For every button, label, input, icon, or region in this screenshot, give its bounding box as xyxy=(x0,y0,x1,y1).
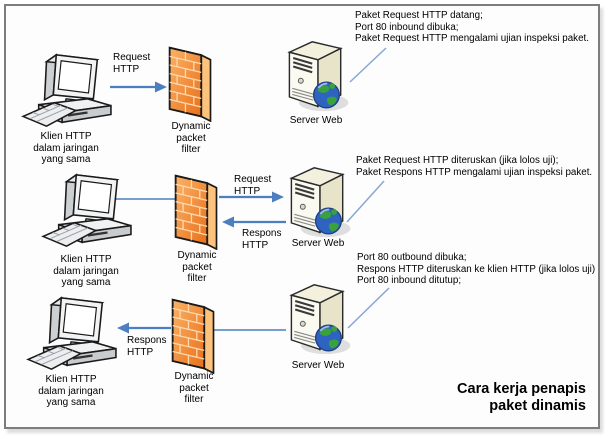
request-http-label: Request HTTP xyxy=(234,174,271,197)
firewall-label-line3: filter xyxy=(184,394,204,405)
respons-http-label: Respons HTTP xyxy=(242,228,281,251)
annotation-step2: Paket Request HTTP diteruskan (jika lolo… xyxy=(356,155,592,178)
diagram-title-line1: Cara kerja penapis xyxy=(457,381,586,397)
step3-line3: Port 80 inbound ditutup; xyxy=(357,275,462,286)
server-label-text: Server Web xyxy=(289,115,343,126)
step1-line1: Paket Request HTTP datang; xyxy=(355,10,483,21)
client-label: Klien HTTP dalam jaringan yang sama xyxy=(15,374,127,409)
step2-line2: Paket Respons HTTP mengalami ujian inspe… xyxy=(356,166,593,178)
client-label-line1: Klien HTTP xyxy=(60,254,112,265)
server-label-text: Server Web xyxy=(291,360,345,371)
client-computer-icon xyxy=(25,293,119,377)
firewall-label-line1: Dynamic xyxy=(177,250,217,261)
server-label: Server Web xyxy=(282,360,354,372)
firewall-label: Dynamic packet filter xyxy=(167,250,227,285)
client-label: Klien HTTP dalam jaringan yang sama xyxy=(10,131,122,166)
step3-line2: Respons HTTP diteruskan ke klien HTTP (j… xyxy=(357,263,596,275)
firewall-icon xyxy=(166,44,216,122)
diagram-title-line2: paket dinamis xyxy=(489,398,586,414)
server-label: Server Web xyxy=(282,238,354,250)
client-label-line3: yang sama xyxy=(41,154,91,165)
step2-line1: Paket Request HTTP diteruskan (jika lolo… xyxy=(356,155,559,166)
firewall-icon xyxy=(172,172,222,250)
step3-line1: Port 80 outbound dibuka; xyxy=(357,252,467,263)
respons-label-line1: Respons xyxy=(127,335,167,346)
step1-line2: Port 80 inbound dibuka; xyxy=(355,21,459,33)
client-label-line3: yang sama xyxy=(46,397,96,408)
client-computer-icon xyxy=(40,170,134,254)
respons-label-line2: HTTP xyxy=(242,239,269,251)
annotation-step3: Port 80 outbound dibuka; Respons HTTP di… xyxy=(357,252,595,287)
web-server-icon xyxy=(280,38,352,114)
firewall-label-line1: Dynamic xyxy=(171,121,211,132)
client-label-line2: dalam jaringan xyxy=(53,265,119,277)
firewall-label-line3: filter xyxy=(187,273,207,284)
firewall-label: Dynamic packet filter xyxy=(164,371,224,406)
annotation-step1: Paket Request HTTP datang; Port 80 inbou… xyxy=(355,10,589,45)
client-label-line2: dalam jaringan xyxy=(33,142,99,154)
client-label-line3: yang sama xyxy=(61,277,111,288)
server-label-text: Server Web xyxy=(291,238,345,249)
client-computer-icon xyxy=(20,50,114,134)
respons-label-line2: HTTP xyxy=(127,346,154,358)
firewall-label-line2: packet xyxy=(182,261,212,273)
client-label-line2: dalam jaringan xyxy=(38,385,104,397)
request-label-line1: Request xyxy=(113,52,151,63)
server-label: Server Web xyxy=(280,115,352,127)
firewall-label-line1: Dynamic xyxy=(174,371,214,382)
respons-http-label: Respons HTTP xyxy=(127,335,166,358)
request-label-line1: Request xyxy=(234,174,272,185)
web-server-icon xyxy=(282,281,354,357)
client-label-line1: Klien HTTP xyxy=(40,131,92,142)
client-label: Klien HTTP dalam jaringan yang sama xyxy=(30,254,142,289)
firewall-label-line3: filter xyxy=(181,144,201,155)
step1-line3: Paket Request HTTP mengalami ujian inspe… xyxy=(355,33,589,44)
firewall-label-line2: packet xyxy=(176,132,206,144)
client-label-line1: Klien HTTP xyxy=(45,374,97,385)
request-label-line2: HTTP xyxy=(113,63,140,75)
web-server-icon xyxy=(282,164,354,240)
firewall-label-line2: packet xyxy=(179,382,209,394)
firewall-icon xyxy=(169,296,219,374)
request-http-label: Request HTTP xyxy=(113,52,150,75)
diagram-title: Cara kerja penapis paket dinamis xyxy=(370,381,586,415)
request-label-line2: HTTP xyxy=(234,185,261,197)
firewall-label: Dynamic packet filter xyxy=(161,121,221,156)
respons-label-line1: Respons xyxy=(242,228,282,239)
